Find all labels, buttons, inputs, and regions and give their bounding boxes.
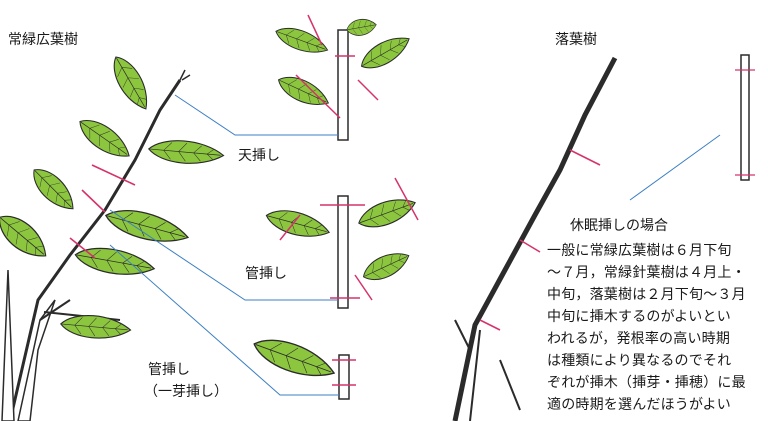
note-line: 中旬に挿木するのがよいとい (547, 309, 731, 325)
label-tube-cutting-bud-1: 管挿し (148, 362, 190, 378)
note-line: ぞれが挿木（挿芽・挿穂）に最 (547, 375, 746, 391)
single-bud-cutting-sample (248, 330, 356, 400)
tube-cutting-sample (262, 177, 420, 309)
leader-lines (109, 94, 721, 396)
label-dormant-cutting: 休眠挿しの場合 (570, 218, 668, 234)
label-deciduous: 落葉樹 (555, 32, 597, 48)
label-top-cutting: 天挿し (238, 148, 280, 164)
label-evergreen: 常緑広葉樹 (8, 32, 78, 48)
note-line: ～７月，常緑針葉樹は４月上・ (547, 265, 746, 281)
note-line: われるが，発根率の高い時期 (547, 331, 731, 347)
top-cutting-sample (272, 14, 415, 141)
note-line: 一般に常緑広葉樹は６月下旬 (547, 243, 732, 259)
label-tube-cutting-bud-2: （一芽挿し） (144, 384, 228, 400)
note-line: 適の時期を選んだほうがよい (547, 397, 731, 413)
note-line: 中旬，落葉樹は２月下旬～３月 (547, 287, 746, 303)
label-tube-cutting: 管挿し (245, 266, 287, 282)
timing-note: 一般に常緑広葉樹は６月下旬 ～７月，常緑針葉樹は４月上・ 中旬，落葉樹は２月下旬… (547, 240, 763, 416)
note-line: は種類により異なるのでそれ (547, 353, 732, 369)
deciduous-branch (452, 54, 755, 421)
evergreen-branch (0, 50, 226, 421)
